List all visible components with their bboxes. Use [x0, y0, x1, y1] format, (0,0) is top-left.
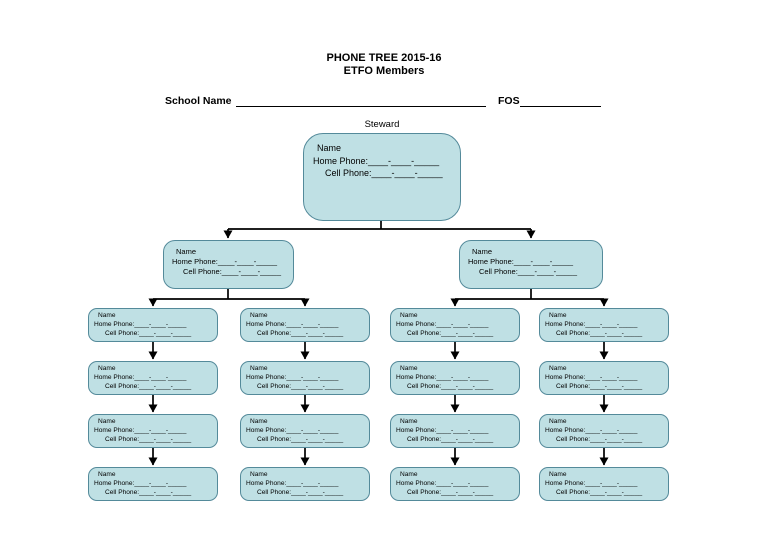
name-label: Name	[98, 365, 116, 372]
name-label: Name	[250, 312, 268, 319]
home-phone-line: Home Phone:____-____-_____	[396, 426, 489, 434]
home-phone-line: Home Phone:____-____-_____	[246, 373, 339, 381]
home-phone-line: Home Phone:____-____-_____	[396, 479, 489, 487]
member-box: Name Home Phone:____-____-_____ Cell Pho…	[390, 308, 520, 342]
cell-phone-line: Cell Phone:____-____-_____	[556, 435, 643, 443]
member-box: Name Home Phone:____-____-_____ Cell Pho…	[88, 467, 218, 501]
name-label: Name	[400, 418, 418, 425]
cell-phone-line: Cell Phone:____-____-_____	[257, 329, 344, 337]
member-box: Name Home Phone:____-____-_____ Cell Pho…	[240, 414, 370, 448]
name-label: Name	[400, 365, 418, 372]
fos-blank	[520, 106, 601, 107]
cell-phone-line: Cell Phone:____-____-_____	[556, 488, 643, 496]
cell-phone-line: Cell Phone:____-____-_____	[479, 267, 577, 276]
name-label: Name	[317, 143, 342, 153]
steward-box: Name Home Phone:____-____-_____ Cell Pho…	[303, 133, 461, 221]
steward-caption: Steward	[364, 119, 400, 130]
cell-phone-line: Cell Phone:____-____-_____	[556, 329, 643, 337]
member-box: Name Home Phone:____-____-_____ Cell Pho…	[390, 361, 520, 395]
name-label: Name	[549, 312, 567, 319]
home-phone-line: Home Phone:____-____-_____	[246, 320, 339, 328]
home-phone-line: Home Phone:____-____-_____	[94, 320, 187, 328]
member-box: Name Home Phone:____-____-_____ Cell Pho…	[240, 361, 370, 395]
member-box: Name Home Phone:____-____-_____ Cell Pho…	[390, 414, 520, 448]
cell-phone-line: Cell Phone:____-____-_____	[105, 488, 192, 496]
name-label: Name	[250, 365, 268, 372]
title-line-1: PHONE TREE 2015-16	[326, 52, 442, 64]
cell-phone-line: Cell Phone:____-____-_____	[257, 382, 344, 390]
cell-phone-line: Cell Phone:____-____-_____	[407, 435, 494, 443]
cell-phone-line: Cell Phone:____-____-_____	[407, 488, 494, 496]
home-phone-line: Home Phone:____-____-_____	[94, 479, 187, 487]
name-label: Name	[549, 365, 567, 372]
home-phone-line: Home Phone:____-____-_____	[246, 479, 339, 487]
cell-phone-line: Cell Phone:____-____-_____	[105, 435, 192, 443]
home-phone-line: Home Phone:____-____-_____	[468, 257, 574, 266]
name-label: Name	[400, 312, 418, 319]
cell-phone-line: Cell Phone:____-____-_____	[257, 488, 344, 496]
home-phone-line: Home Phone:____-____-_____	[545, 320, 638, 328]
member-box: Name Home Phone:____-____-_____ Cell Pho…	[240, 308, 370, 342]
cell-phone-line: Cell Phone:____-____-_____	[407, 329, 494, 337]
fos-label: FOS	[498, 95, 520, 107]
home-phone-line: Home Phone:____-____-_____	[396, 320, 489, 328]
name-label: Name	[98, 312, 116, 319]
member-box: Name Home Phone:____-____-_____ Cell Pho…	[88, 361, 218, 395]
home-phone-line: Home Phone:____-____-_____	[396, 373, 489, 381]
name-label: Name	[98, 418, 116, 425]
home-phone-line: Home Phone:____-____-_____	[545, 373, 638, 381]
name-label: Name	[176, 247, 197, 256]
name-label: Name	[98, 471, 116, 478]
name-label: Name	[549, 418, 567, 425]
cell-phone-line: Cell Phone:____-____-_____	[325, 168, 443, 178]
member-box: Name Home Phone:____-____-_____ Cell Pho…	[390, 467, 520, 501]
title-line-2: ETFO Members	[343, 65, 425, 77]
home-phone-line: Home Phone:____-____-_____	[313, 155, 440, 166]
home-phone-line: Home Phone:____-____-_____	[246, 426, 339, 434]
home-phone-line: Home Phone:____-____-_____	[94, 426, 187, 434]
branch-box-left: Name Home Phone:____-____-_____ Cell Pho…	[163, 240, 294, 289]
member-box: Name Home Phone:____-____-_____ Cell Pho…	[539, 467, 669, 501]
cell-phone-line: Cell Phone:____-____-_____	[105, 382, 192, 390]
cell-phone-line: Cell Phone:____-____-_____	[257, 435, 344, 443]
home-phone-line: Home Phone:____-____-_____	[94, 373, 187, 381]
branch-box-right: Name Home Phone:____-____-_____ Cell Pho…	[459, 240, 603, 289]
name-label: Name	[472, 247, 493, 256]
name-label: Name	[549, 471, 567, 478]
name-label: Name	[250, 471, 268, 478]
cell-phone-line: Cell Phone:____-____-_____	[183, 267, 281, 276]
member-box: Name Home Phone:____-____-_____ Cell Pho…	[88, 308, 218, 342]
member-box: Name Home Phone:____-____-_____ Cell Pho…	[539, 361, 669, 395]
member-box: Name Home Phone:____-____-_____ Cell Pho…	[88, 414, 218, 448]
member-box: Name Home Phone:____-____-_____ Cell Pho…	[539, 308, 669, 342]
name-label: Name	[250, 418, 268, 425]
cell-phone-line: Cell Phone:____-____-_____	[556, 382, 643, 390]
member-box: Name Home Phone:____-____-_____ Cell Pho…	[539, 414, 669, 448]
home-phone-line: Home Phone:____-____-_____	[545, 479, 638, 487]
name-label: Name	[400, 471, 418, 478]
home-phone-line: Home Phone:____-____-_____	[172, 257, 278, 266]
home-phone-line: Home Phone:____-____-_____	[545, 426, 638, 434]
cell-phone-line: Cell Phone:____-____-_____	[407, 382, 494, 390]
cell-phone-line: Cell Phone:____-____-_____	[105, 329, 192, 337]
member-box: Name Home Phone:____-____-_____ Cell Pho…	[240, 467, 370, 501]
school-name-blank	[236, 106, 486, 107]
page-title: PHONE TREE 2015-16 ETFO Members	[0, 52, 768, 78]
school-name-label: School Name	[165, 95, 232, 107]
